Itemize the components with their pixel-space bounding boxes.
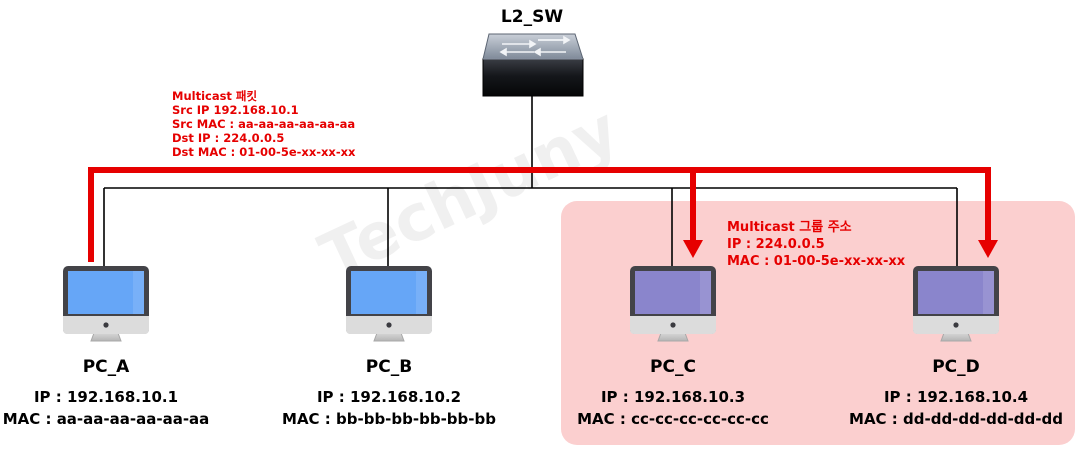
multicast-group-info: Multicast 그룹 주소 IP : 224.0.0.5 MAC : 01-… [727,219,906,269]
multicast-group-region [561,201,1075,445]
pc-ip: IP : 192.168.10.1 [34,388,178,406]
packet-src-mac: Src MAC : aa-aa-aa-aa-aa-aa [172,117,355,131]
monitor-icon [630,266,716,342]
pc-ip: IP : 192.168.10.3 [601,388,745,406]
packet-title: Multicast 패킷 [172,89,258,103]
monitor-icon [63,266,149,342]
network-wiring [103,96,958,268]
pc-name: PC_D [932,357,980,377]
pc-mac: MAC : bb-bb-bb-bb-bb-bb [282,410,496,428]
flow-arrow-pc-d [978,240,998,258]
group-ip: IP : 224.0.0.5 [727,237,825,252]
multicast-flow [88,167,991,262]
pc-name: PC_B [366,357,412,377]
group-title: Multicast 그룹 주소 [727,219,852,235]
pc-ip: IP : 192.168.10.4 [884,388,1028,406]
flow-arrow-pc-c [683,240,703,258]
multicast-packet-info: Multicast 패킷 Src IP 192.168.10.1 Src MAC… [172,89,356,159]
packet-dst-ip: Dst IP : 224.0.0.5 [172,131,284,145]
group-mac: MAC : 01-00-5e-xx-xx-xx [727,254,906,269]
pc-mac: MAC : cc-cc-cc-cc-cc-cc [577,410,769,428]
pc-name: PC_C [650,357,696,377]
packet-src-ip: Src IP 192.168.10.1 [172,103,299,117]
packet-dst-mac: Dst MAC : 01-00-5e-xx-xx-xx [172,145,356,159]
l2-switch: L2_SW [482,7,584,97]
monitor-icon [913,266,999,342]
pc-mac: MAC : dd-dd-dd-dd-dd-dd [849,410,1063,428]
switch-name: L2_SW [501,7,563,27]
monitor-icon [346,266,432,342]
switch-icon [482,33,584,97]
pc-ip: IP : 192.168.10.2 [317,388,461,406]
pc-name: PC_A [83,357,130,377]
pc-mac: MAC : aa-aa-aa-aa-aa-aa [3,410,210,428]
